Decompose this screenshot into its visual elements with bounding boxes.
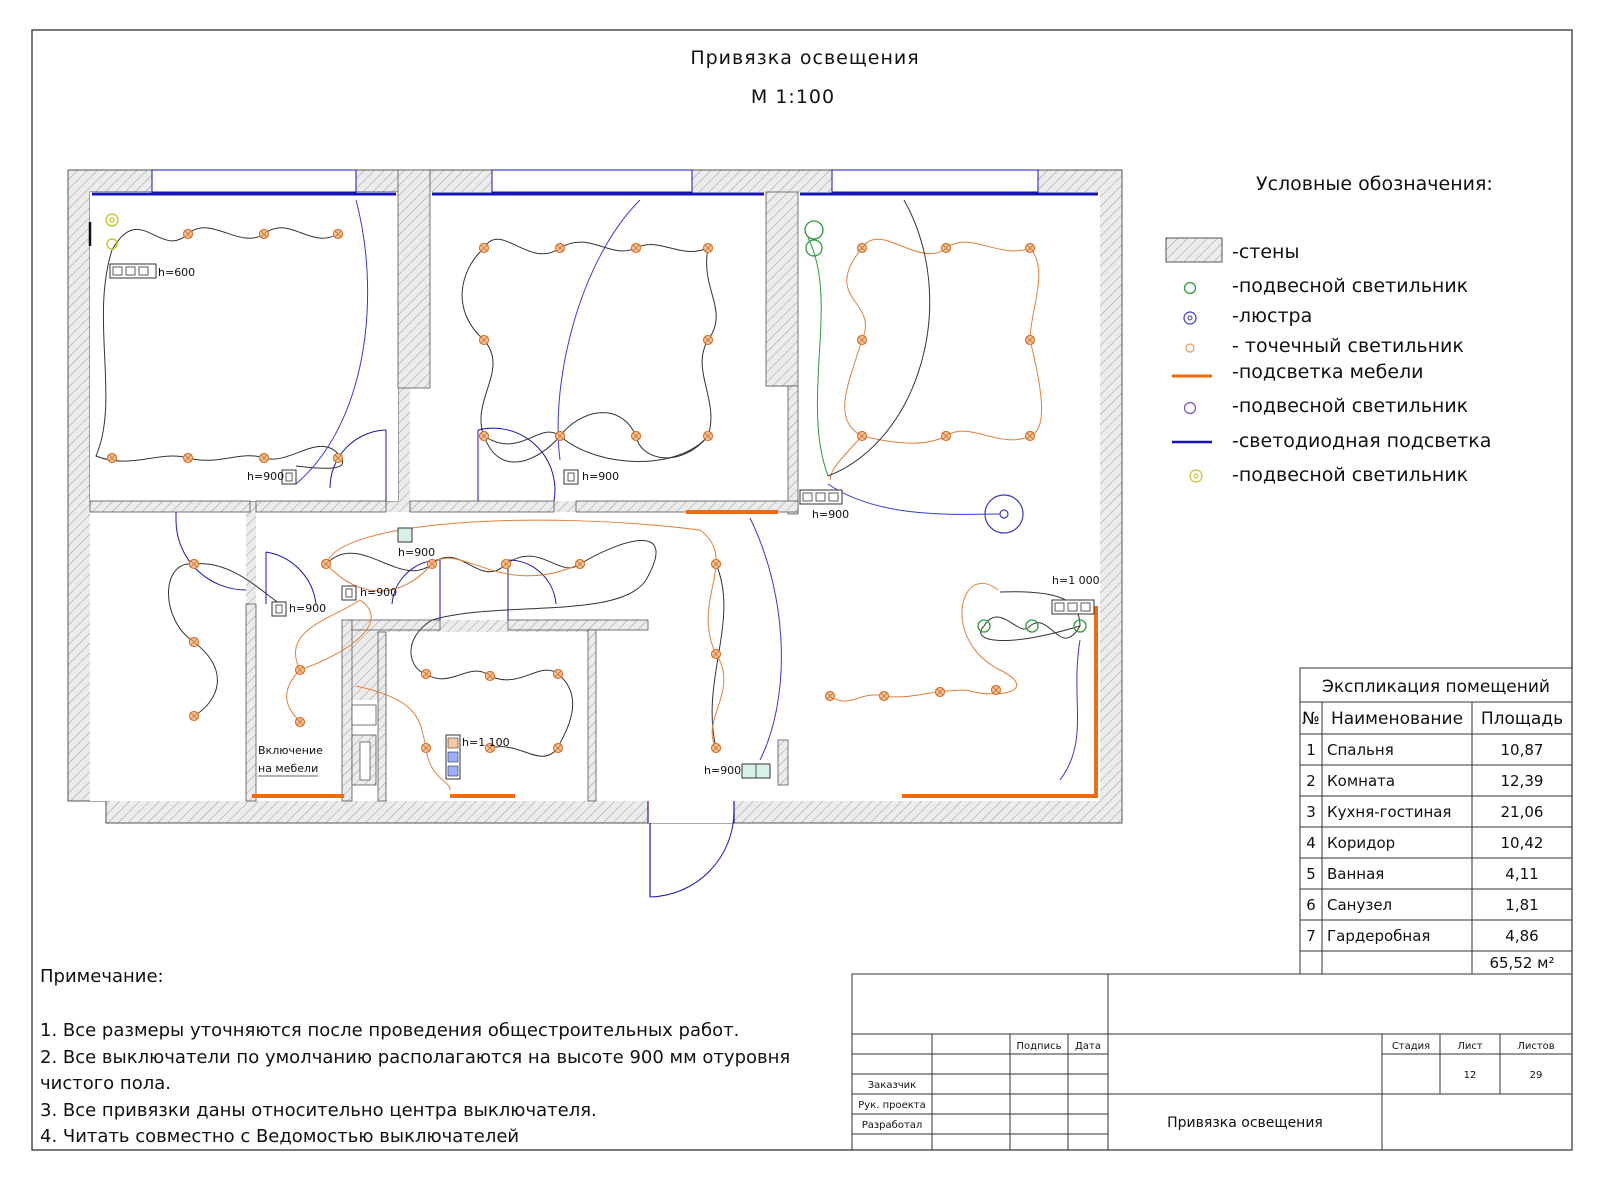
row-num: 3 [1306, 803, 1316, 821]
label-h1100: h=1 100 [462, 736, 510, 749]
legend-yellow-pendant-icon [1189, 469, 1203, 483]
stamp-ruk: Рук. проекта [858, 1100, 926, 1111]
label-h900-7: h=900 [704, 764, 741, 777]
label-h600: h=600 [158, 266, 195, 279]
notes-heading: Примечание: [40, 966, 164, 987]
row-num: 1 [1306, 741, 1316, 759]
furniture-note-2: на мебели [258, 762, 318, 775]
room-bedroom [90, 192, 398, 501]
row-name: Санузел [1327, 896, 1392, 914]
row-num: 5 [1306, 865, 1316, 883]
room-wardrobe [90, 512, 246, 801]
legend-item-spot: - точечный светильник [1232, 335, 1464, 357]
note-line: 1. Все размеры уточняются после проведен… [40, 1020, 739, 1041]
furniture-note-1: Включение [258, 744, 323, 757]
row-area: 21,06 [1501, 803, 1544, 821]
legend-item-pendant-yellow: -подвесной светильник [1232, 464, 1468, 486]
legend-wall-swatch [1165, 237, 1223, 263]
legend-item-chandelier: -люстра [1232, 305, 1312, 327]
row-area: 12,39 [1501, 772, 1544, 790]
label-h900-4: h=900 [398, 546, 435, 559]
explication-title: Экспликация помещений [1322, 677, 1550, 697]
row-area: 4,86 [1505, 927, 1538, 945]
legend-chandelier-icon [1183, 311, 1197, 325]
room-kitchen-top [798, 192, 1100, 501]
stamp-listov-value: 29 [1530, 1070, 1543, 1081]
row-area: 1,81 [1505, 896, 1538, 914]
note-line: 4. Читать совместно с Ведомостью выключа… [40, 1126, 519, 1147]
row-area: 10,87 [1501, 741, 1544, 759]
stamp-sheet-title: Привязка освещения [1167, 1115, 1323, 1131]
drawing-scale: М 1:100 [751, 86, 835, 108]
bedroom-yellow-pendant [105, 213, 119, 250]
stamp-razrabotal: Разработал [862, 1120, 923, 1131]
legend-green-pendant-icon [1183, 281, 1197, 295]
explication-header-name: Наименование [1331, 709, 1463, 729]
label-h1000: h=1 000 [1052, 574, 1100, 587]
legend-item-led: -светодиодная подсветка [1232, 430, 1491, 452]
row-num: 2 [1306, 772, 1316, 790]
legend-purple-pendant-icon [1183, 401, 1197, 415]
row-area: 10,42 [1501, 834, 1544, 852]
note-line: 3. Все привязки даны относительно центра… [40, 1100, 597, 1121]
room-kitchen-bottom [798, 501, 1100, 801]
drawing-title: Привязка освещения [690, 47, 919, 69]
explication-rows: 1 Спальня 10,87 2 Комната 12,39 3 Кухня-… [1306, 741, 1554, 972]
row-name: Кухня-гостиная [1327, 803, 1451, 821]
legend-item-pendant-purple: -подвесной светильник [1232, 395, 1468, 417]
room-2-top [430, 192, 766, 387]
stamp-podpis: Подпись [1017, 1041, 1062, 1052]
row-name: Комната [1327, 772, 1395, 790]
stamp-zakazchik: Заказчик [868, 1080, 916, 1091]
row-area: 4,11 [1505, 865, 1538, 883]
room-corridor-left [256, 620, 352, 801]
label-h900-3: h=900 [812, 508, 849, 521]
stamp-listov: Листов [1517, 1041, 1554, 1052]
explication-header-num: № [1302, 709, 1320, 729]
room-bath [386, 632, 588, 801]
row-name: Коридор [1327, 834, 1395, 852]
legend-item-walls: -стены [1232, 241, 1299, 263]
notes: Примечание: 1. Все размеры уточняются по… [40, 966, 790, 1147]
stamp-data: Дата [1075, 1041, 1101, 1052]
legend-heading: Условные обозначения: [1256, 173, 1493, 195]
title-block [851, 973, 1573, 1151]
stamp-stadiya: Стадия [1392, 1041, 1430, 1052]
label-h900-5: h=900 [360, 586, 397, 599]
row-num: 6 [1306, 896, 1316, 914]
note-line: чистого пола. [40, 1073, 171, 1094]
sheet-frame [31, 29, 1573, 1151]
room-2-bottom [410, 387, 788, 501]
stamp-list: Лист [1457, 1041, 1483, 1052]
label-h900-2: h=900 [582, 470, 619, 483]
row-num: 7 [1306, 927, 1316, 945]
stamp-list-value: 12 [1464, 1070, 1477, 1081]
legend-item-pendant-green: -подвесной светильник [1232, 275, 1468, 297]
explication-total: 65,52 м² [1489, 954, 1554, 972]
floor-plan: h=600 h=900 h=900 [67, 169, 1123, 898]
row-name: Гардеробная [1327, 927, 1430, 945]
legend-spot-icon [1185, 343, 1195, 353]
label-h900-6: h=900 [289, 602, 326, 615]
legend: Условные обозначения: -стены -подвесной … [1165, 173, 1493, 486]
explication-header-area: Площадь [1481, 709, 1563, 729]
room-corridor-top [256, 512, 798, 620]
row-num: 4 [1306, 834, 1316, 852]
row-name: Ванная [1327, 865, 1384, 883]
label-h900-1: h=900 [247, 470, 284, 483]
explication-table [1299, 667, 1573, 975]
note-line: 2. Все выключатели по умолчанию располаг… [40, 1047, 790, 1068]
chandelier [984, 494, 1024, 534]
row-name: Спальня [1327, 741, 1394, 759]
legend-item-furniture: -подсветка мебели [1232, 361, 1424, 383]
kitchen-green-pendants [804, 220, 1087, 633]
